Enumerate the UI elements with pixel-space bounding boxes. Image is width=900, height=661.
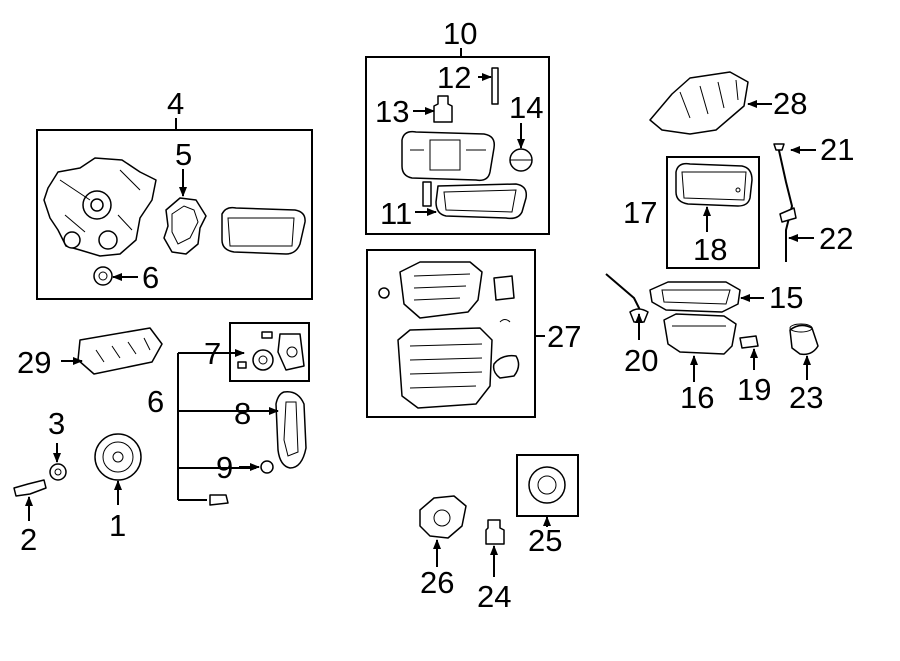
valve-cover-shield	[77, 327, 163, 375]
oil-pan-gasket	[675, 162, 753, 207]
callout-17: 17	[623, 195, 657, 230]
callout-4: 4	[167, 86, 184, 121]
timing-chain	[275, 391, 307, 469]
callout-labels: 1 2 3 4 5 6 6 7 8 9 10 11 12 13 14 15 16…	[17, 16, 854, 614]
upper-intake-manifold	[399, 261, 483, 319]
callout-6-seal: 6	[142, 260, 159, 295]
front-seal	[93, 266, 113, 286]
oil-pump	[419, 495, 467, 539]
callout-26: 26	[420, 565, 454, 600]
callout-27: 27	[547, 319, 581, 354]
oil-filter-housing-seal	[528, 466, 566, 504]
callout-16: 16	[680, 380, 714, 415]
leader-arrows	[25, 73, 816, 577]
chain-guide-bolt	[209, 494, 229, 506]
callout-8: 8	[234, 396, 251, 431]
valve-cover-bolt	[422, 181, 432, 207]
oil-pan-gasket-kit-box	[666, 156, 760, 269]
valve-cover-gasket	[435, 183, 528, 220]
callout-5: 5	[175, 137, 192, 172]
chain-tensioner-seal	[260, 460, 274, 474]
callout-12: 12	[437, 60, 471, 95]
timing-cover	[43, 157, 157, 257]
pulley-bolt	[13, 479, 47, 497]
dipstick-tube	[777, 145, 794, 262]
lower-oil-pan	[663, 313, 737, 355]
callout-6-group: 6	[147, 384, 164, 419]
pcv-stud	[491, 67, 499, 105]
oil-pressure-sensor	[739, 335, 759, 349]
lower-intake-manifold	[397, 327, 493, 409]
callout-29: 29	[17, 345, 51, 380]
crankshaft-pulley	[94, 433, 142, 481]
intake-plenum	[649, 71, 749, 135]
callout-22: 22	[819, 221, 853, 256]
timing-cover-group	[36, 118, 313, 300]
water-pump	[252, 349, 274, 371]
oil-filter-adapter-fitting	[485, 519, 505, 545]
callout-3: 3	[48, 406, 65, 441]
oil-pickup-tube	[605, 273, 641, 311]
cover-gasket	[221, 206, 306, 255]
valve-cover-kit-box	[365, 56, 550, 235]
callout-11: 11	[380, 196, 412, 231]
callout-20: 20	[624, 343, 658, 378]
intake-manifold-group	[366, 249, 536, 418]
callout-24: 24	[477, 579, 511, 614]
callout-18: 18	[693, 232, 727, 267]
water-pump-gasket	[277, 333, 305, 371]
pulley-washer	[49, 463, 67, 481]
callout-1: 1	[109, 508, 126, 543]
callout-2: 2	[20, 522, 37, 557]
oil-filter	[789, 324, 819, 356]
timing-cover-kit-box	[36, 129, 313, 300]
callout-21: 21	[820, 132, 854, 167]
callout-14: 14	[509, 90, 543, 125]
callout-7: 7	[204, 336, 221, 371]
callout-28: 28	[773, 86, 807, 121]
dipstick-handle	[773, 143, 785, 151]
valve-cover	[401, 130, 496, 182]
callout-15: 15	[769, 280, 803, 315]
callout-25: 25	[528, 523, 562, 558]
callout-19: 19	[737, 372, 771, 407]
callout-23: 23	[789, 380, 823, 415]
valve-cover-group	[365, 48, 550, 235]
callout-9: 9	[216, 450, 233, 485]
intake-manifold-kit-box	[366, 249, 536, 418]
pcv-valve	[433, 95, 453, 123]
callout-10: 10	[443, 16, 477, 51]
callout-13: 13	[375, 94, 409, 129]
